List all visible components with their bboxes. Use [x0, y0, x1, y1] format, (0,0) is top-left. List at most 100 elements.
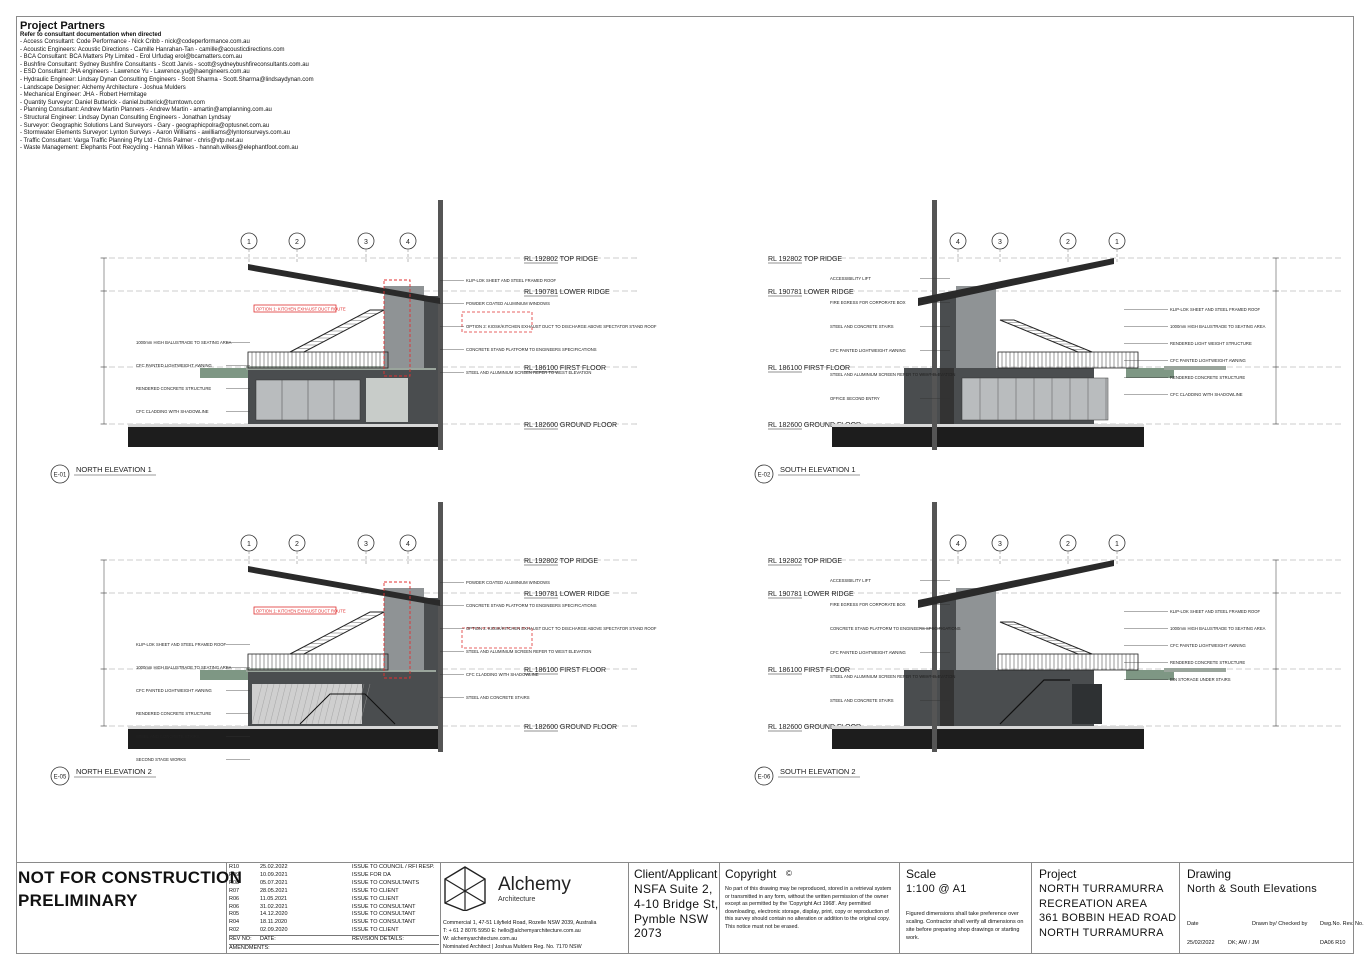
drawing-sheet-border: [16, 16, 1354, 954]
hatch-line: [329, 683, 341, 725]
partner-item: - Planning Consultant: Andrew Martin Pla…: [20, 107, 272, 114]
amendments-label: AMENDMENTS:: [229, 944, 439, 953]
first-floor-slab: [1164, 366, 1226, 370]
upper-tower: [956, 286, 996, 368]
client-title: Client/Applicant: [634, 867, 718, 881]
elevation-title: SOUTH ELEVATION 2: [780, 767, 856, 776]
brand-subtitle: Architecture: [498, 896, 536, 903]
revision-header: REV NO:DATE:REVISION DETAILS:: [229, 935, 439, 944]
bin-store-door: [1072, 684, 1102, 724]
annotation: CFC CLADDING WITH SHADOWLINE: [136, 409, 209, 414]
hatch-line: [287, 683, 299, 725]
partner-item: - Traffic Consultant: Varga Traffic Plan…: [20, 137, 243, 144]
project-address: NORTH TURRAMURRA RECREATION AREA 361 BOB…: [1039, 883, 1177, 939]
date-label: Date: [1187, 921, 1199, 927]
annotation: CFC PAINTED LIGHTWEIGHT AWNING: [136, 688, 212, 693]
markup-cloud: [461, 627, 533, 649]
titleblock-divider: [899, 862, 900, 954]
roof: [918, 560, 1114, 608]
annotation: FIRE EGRESS FOR CORPORATE BOX: [830, 300, 906, 305]
annotation: OPTION 2: KIOSK/KITCHEN EXHAUST DUCT TO …: [466, 324, 657, 329]
level-label: RL 182600 GROUND FLOOR: [524, 724, 617, 731]
client-address: NSFA Suite 2, 4-10 Bridge St, Pymble NSW…: [634, 882, 719, 941]
not-for-construction-stamp: NOT FOR CONSTRUCTION PRELIMINARY: [18, 866, 242, 912]
titleblock-top-border: [16, 862, 1354, 863]
level-label: RL 192802 TOP RIDGE: [524, 558, 598, 565]
elevation-tag-circle: [50, 464, 70, 484]
hatch-line: [269, 683, 281, 725]
level-label: RL 186100 FIRST FLOOR: [768, 365, 850, 372]
level-label: RL 186100 FIRST FLOOR: [768, 667, 850, 674]
light-pole: [438, 200, 443, 450]
balustrade: [247, 351, 389, 369]
annotation: STEEL AND CONCRETE STAIRS: [136, 734, 200, 739]
elevation-code: E-05: [54, 775, 67, 781]
hatch-line: [305, 683, 317, 725]
partner-item: - Quantity Surveyor: Daniel Butterick - …: [20, 99, 205, 106]
grid-number: 1: [247, 541, 251, 548]
annotation: KLIP-LOK SHEET AND STEEL FRAMED ROOF: [1170, 609, 1260, 614]
elevation-code: E-06: [758, 775, 771, 781]
grid-number: 1: [1115, 541, 1119, 548]
tower-side: [424, 598, 440, 670]
markup-cloud: [383, 279, 411, 377]
annotation: RENDERED CONCRETE STRUCTURE: [1170, 375, 1245, 380]
level-label: RL 192802 TOP RIDGE: [768, 256, 842, 263]
annotation: STEEL AND ALUMINIUM SCREEN REFER TO WEST…: [830, 674, 955, 679]
annotation: STEEL AND CONCRETE STAIRS: [466, 695, 530, 700]
annotation: ACCESSIBILITY LIFT: [830, 578, 871, 583]
annotation: CONCRETE STAND PLATFORM TO ENGINEERS SPE…: [830, 626, 961, 631]
partners-title: Project Partners: [20, 20, 105, 32]
project-partners-block: Project Partners Refer to consultant doc…: [20, 20, 440, 153]
scale-note: Figured dimensions shall take preference…: [906, 911, 1024, 941]
dwg-no-value: DA06 R10: [1320, 940, 1346, 946]
hatch-line: [347, 683, 359, 725]
annotation: 1000mm HIGH BALUSTRADE TO SEATING AREA: [136, 665, 232, 670]
level-label: RL 182600 GROUND FLOOR: [524, 422, 617, 429]
grid-number: 2: [295, 239, 299, 246]
annotation: RENDERED CONCRETE STRUCTURE: [136, 386, 211, 391]
ground-slab: [832, 726, 1144, 749]
annotation: SECOND STAGE WORKS: [136, 757, 186, 762]
grid-number: 2: [1066, 239, 1070, 246]
partner-item: - Mechanical Engineer: JHA - Robert Herm…: [20, 92, 147, 99]
annotation: BIN STORAGE UNDER STAIRS: [1170, 677, 1231, 682]
light-pole: [932, 200, 937, 450]
ground-slab: [128, 424, 440, 447]
architect-contact: Commercial 1, 47-51 Lilyfield Road, Roze…: [443, 920, 597, 950]
grid-number: 4: [956, 239, 960, 246]
alchemy-logo-icon: [444, 866, 486, 911]
annotation: KLIP-LOK SHEET AND STEEL FRAMED ROOF: [136, 642, 226, 647]
annotation: 1000mm HIGH BALUSTRADE TO SEATING AREA: [1170, 626, 1266, 631]
markup-note: OPTION 1: KITCHEN EXHAUST DUCT ROUTE: [256, 609, 346, 614]
ground-slab: [128, 726, 440, 749]
grid-number: 1: [247, 239, 251, 246]
annotation: KLIP-LOK SHEET AND STEEL FRAMED ROOF: [466, 278, 556, 283]
annotation: POWDER COATED ALUMINIUM WINDOWS: [466, 580, 550, 585]
roof: [248, 264, 440, 304]
annotation: OPTION 2: KIOSK/KITCHEN EXHAUST DUCT TO …: [466, 626, 657, 631]
cladding-panel: [366, 378, 408, 422]
hatch-line: [353, 683, 365, 725]
markup-label-box: [253, 304, 337, 313]
partner-item: - Structural Engineer: Lindsay Dynan Con…: [20, 114, 231, 121]
titleblock-divider: [719, 862, 720, 954]
hatch-line: [335, 683, 347, 725]
hatch-line: [281, 683, 293, 725]
project-title: Project: [1039, 867, 1077, 881]
annotation: 1000mm HIGH BALUSTRADE TO SEATING AREA: [136, 340, 232, 345]
annotation: CFC PAINTED LIGHTWEIGHT AWNING: [830, 348, 906, 353]
hatch-line: [263, 683, 275, 725]
partner-item: - Bushfire Consultant: Sydney Bushfire C…: [20, 61, 309, 68]
scale-value: 1:100 @ A1: [906, 883, 967, 895]
brand-name: Alchemy: [498, 874, 571, 895]
partner-item: - Landscape Designer: Alchemy Architectu…: [20, 84, 186, 91]
partner-item: - ESD Consultant: JHA engineers - Lawren…: [20, 69, 250, 76]
markup-cloud: [461, 311, 533, 333]
ground-line: [832, 424, 1144, 427]
